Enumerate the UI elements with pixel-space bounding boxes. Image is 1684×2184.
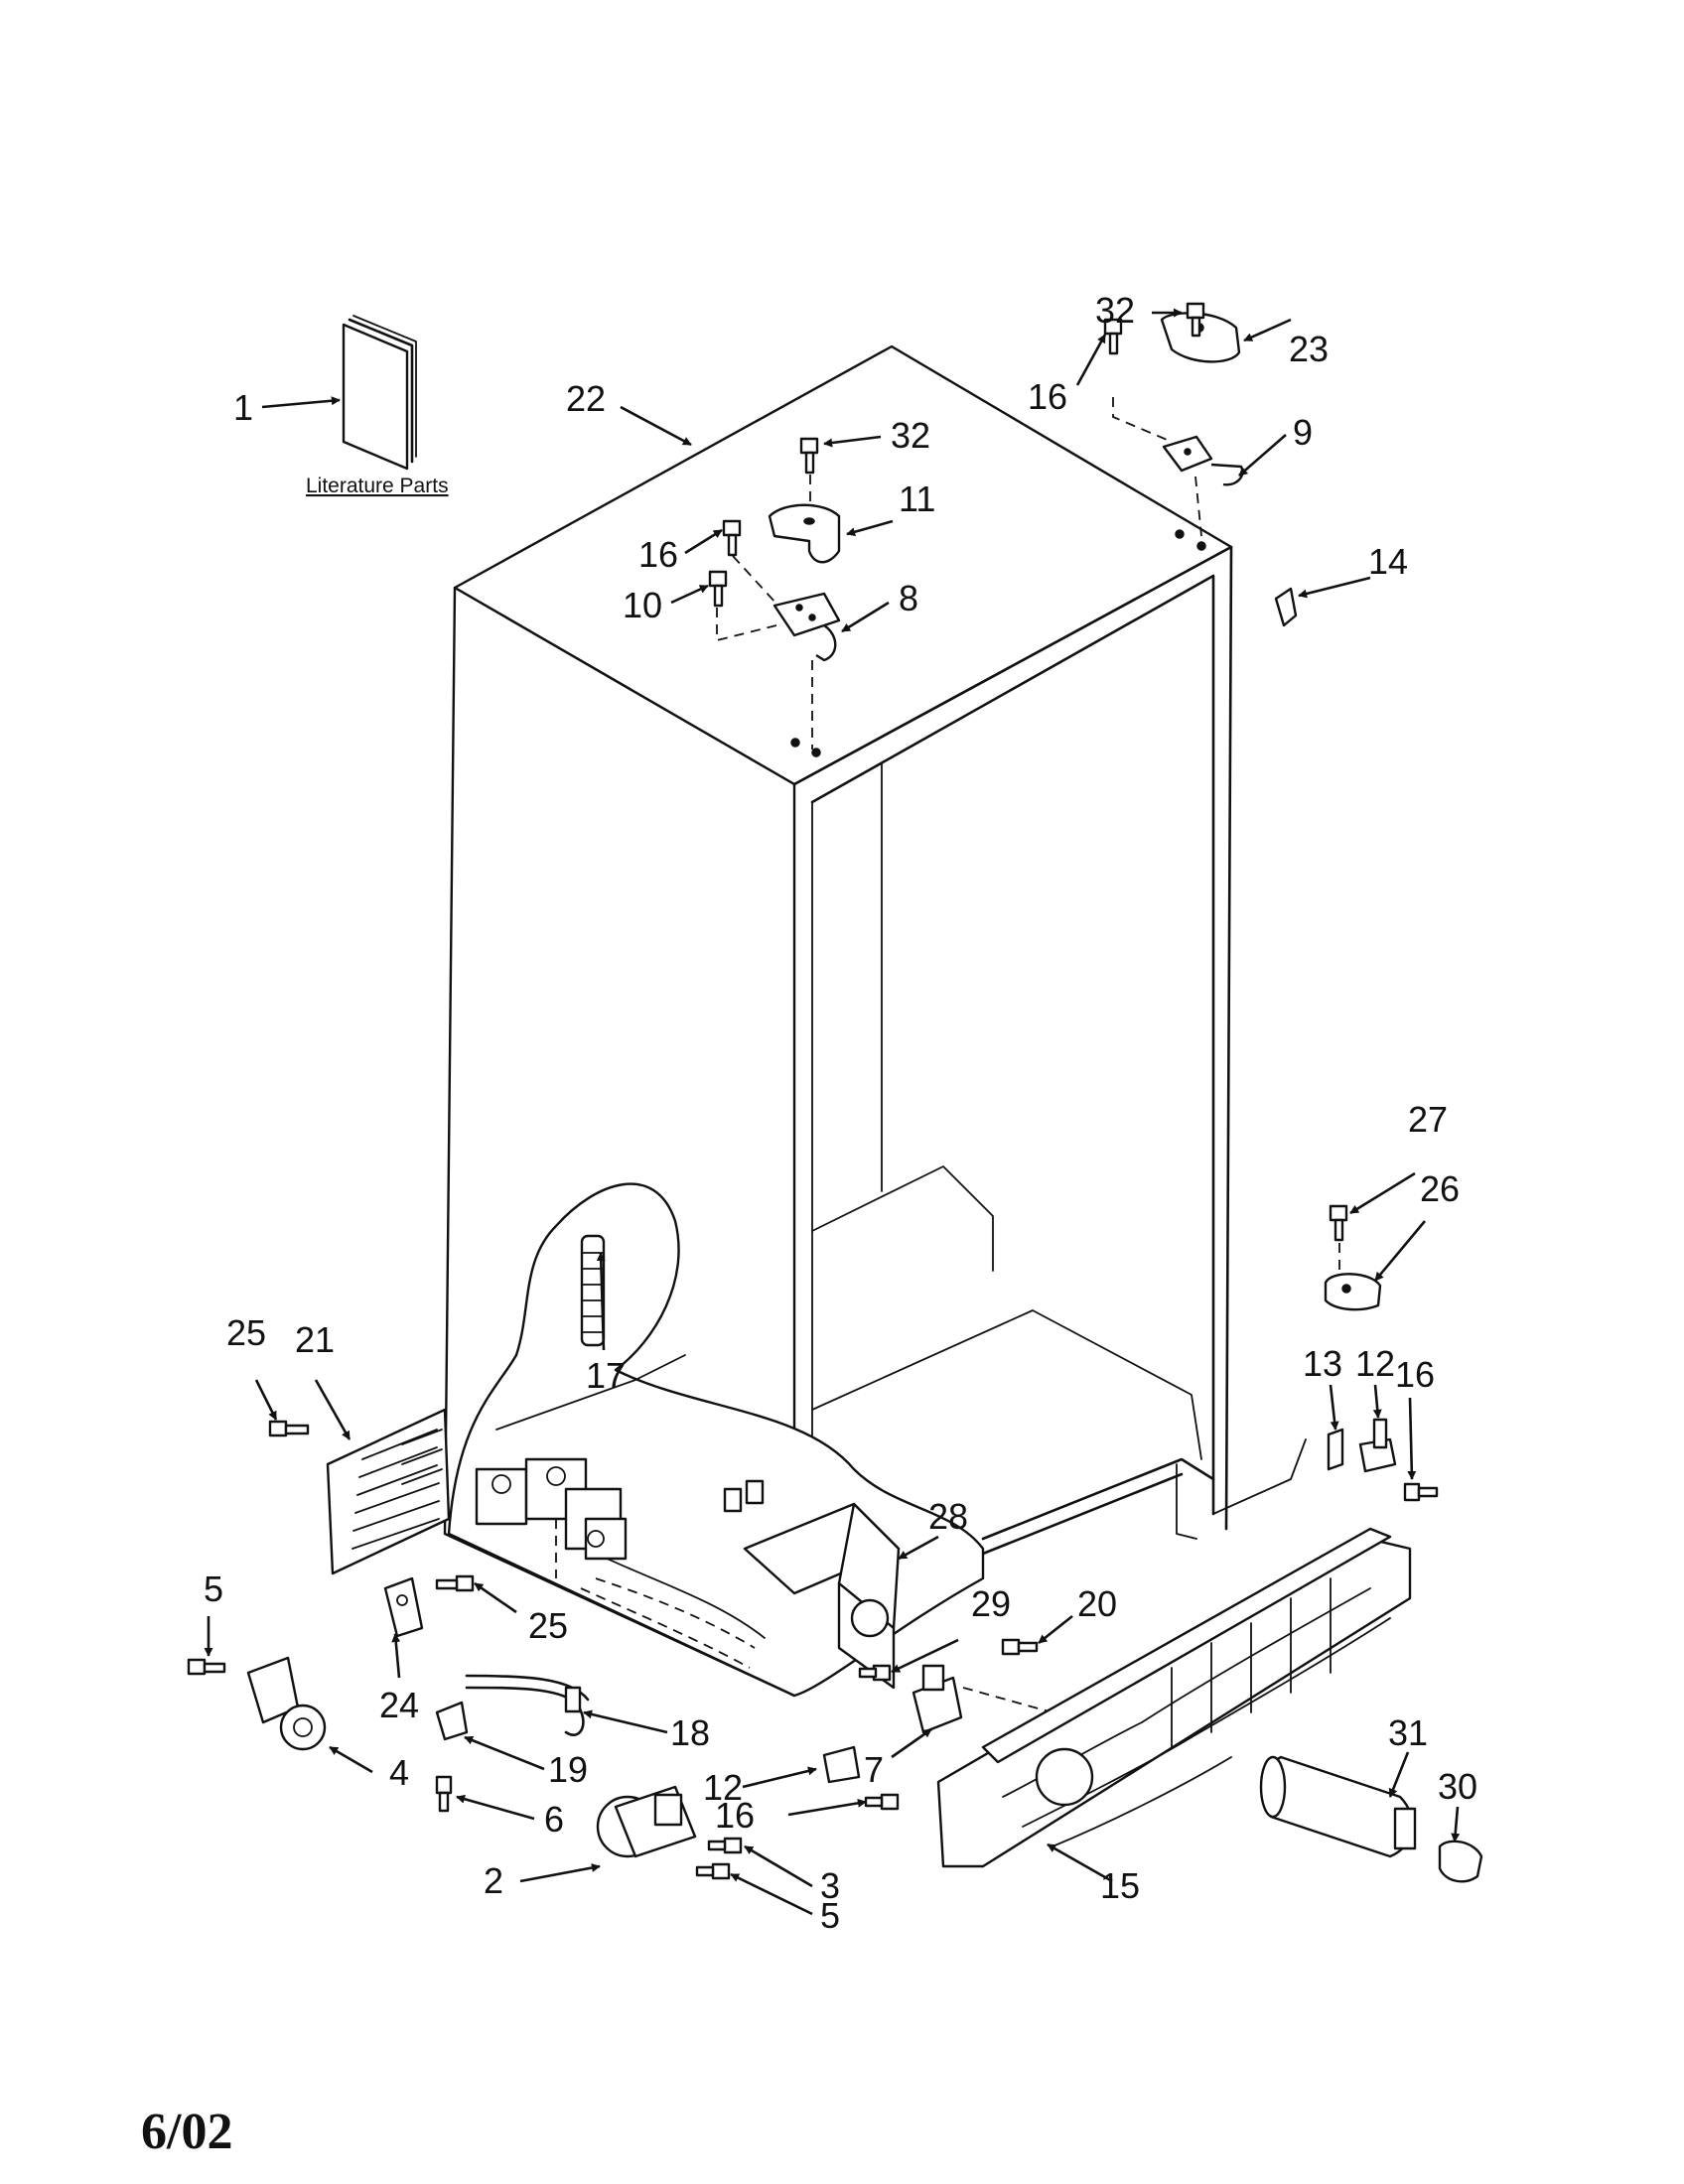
bracket-13	[1327, 1428, 1344, 1471]
water-tube-18	[465, 1674, 590, 1736]
callout-8: 8	[899, 578, 918, 618]
rear-access-cover-21	[326, 1408, 451, 1575]
callout-14: 14	[1368, 541, 1408, 582]
callout-2: 2	[484, 1860, 503, 1901]
callout-27: 27	[1408, 1099, 1448, 1140]
screw-25-left	[268, 1420, 310, 1437]
roller-4	[246, 1656, 327, 1751]
screw-29	[858, 1664, 892, 1682]
callout-13: 13	[1303, 1343, 1342, 1384]
callout-5-left: 5	[204, 1569, 223, 1609]
screw-25-lower	[435, 1574, 475, 1592]
callout-1: 1	[233, 387, 253, 428]
screw-6	[435, 1775, 453, 1813]
coil-spring	[580, 1234, 606, 1347]
callout-12-lower: 12	[703, 1767, 743, 1808]
hinge-12-right	[1358, 1418, 1397, 1473]
callout-19: 19	[548, 1749, 588, 1790]
screw-16-right	[1403, 1482, 1439, 1502]
top-hinge-cover-11	[768, 503, 841, 564]
callout-21: 21	[295, 1319, 335, 1360]
screw-5-left	[187, 1658, 226, 1676]
callout-5-lower: 5	[820, 1895, 840, 1936]
callout-10: 10	[623, 585, 662, 625]
bracket-7	[912, 1664, 963, 1734]
screw-16-lower	[864, 1793, 900, 1811]
callout-9: 9	[1293, 412, 1313, 453]
top-hinge-8	[772, 592, 841, 662]
callout-16-topright: 16	[1028, 376, 1067, 417]
screws-3-5	[695, 1837, 743, 1880]
callout-6: 6	[544, 1799, 564, 1840]
hinge-12-lower	[822, 1745, 861, 1784]
callout-29: 29	[971, 1583, 1011, 1624]
callout-20: 20	[1077, 1583, 1117, 1624]
screw-27	[1329, 1204, 1348, 1242]
clip-24	[383, 1576, 424, 1638]
callout-11: 11	[899, 478, 935, 519]
callout-31: 31	[1388, 1712, 1428, 1753]
callout-16-right: 16	[1395, 1354, 1435, 1395]
callout-25-lower: 25	[528, 1605, 568, 1646]
base-grille-15	[936, 1527, 1412, 1868]
screws-top-left	[708, 437, 819, 608]
literature-parts-booklet	[342, 315, 417, 471]
callout-25-left: 25	[226, 1312, 266, 1353]
leader-arrows	[204, 308, 1461, 1916]
callout-4: 4	[389, 1752, 409, 1793]
callout-26: 26	[1420, 1168, 1460, 1209]
top-hinge-9	[1162, 435, 1244, 486]
callout-labels: 1 22 32 11 16 10 8 32 23 16 9 14 27 26 1…	[204, 290, 1477, 1936]
callout-15: 15	[1100, 1865, 1140, 1906]
literature-parts-label: Literature Parts	[306, 475, 449, 497]
callout-17: 17	[586, 1355, 626, 1396]
callout-3: 3	[820, 1865, 840, 1906]
callout-16-top: 16	[638, 534, 678, 575]
water-valve	[475, 1457, 628, 1578]
callout-22: 22	[566, 378, 606, 419]
callout-16-lower: 16	[715, 1795, 755, 1836]
callout-32-right: 32	[1095, 290, 1135, 331]
callout-30: 30	[1438, 1766, 1477, 1807]
hinge-26	[1324, 1273, 1382, 1311]
callout-18: 18	[670, 1712, 710, 1753]
screw-20	[1001, 1638, 1039, 1656]
roller-2	[596, 1785, 697, 1858]
callout-24: 24	[379, 1685, 419, 1725]
callout-23: 23	[1289, 329, 1329, 369]
water-filter-31	[1259, 1755, 1417, 1858]
filter-cap-30	[1438, 1840, 1483, 1883]
door-stop-14	[1274, 587, 1298, 627]
clamp-19	[435, 1701, 469, 1741]
revision-date: 6/02	[141, 2104, 232, 2160]
water-filter-housing	[723, 1479, 901, 1690]
callout-28: 28	[928, 1496, 968, 1537]
callout-7: 7	[864, 1749, 884, 1790]
screws-top-right	[1103, 302, 1205, 355]
callout-12-right: 12	[1355, 1343, 1395, 1384]
callout-32-center: 32	[891, 415, 930, 456]
